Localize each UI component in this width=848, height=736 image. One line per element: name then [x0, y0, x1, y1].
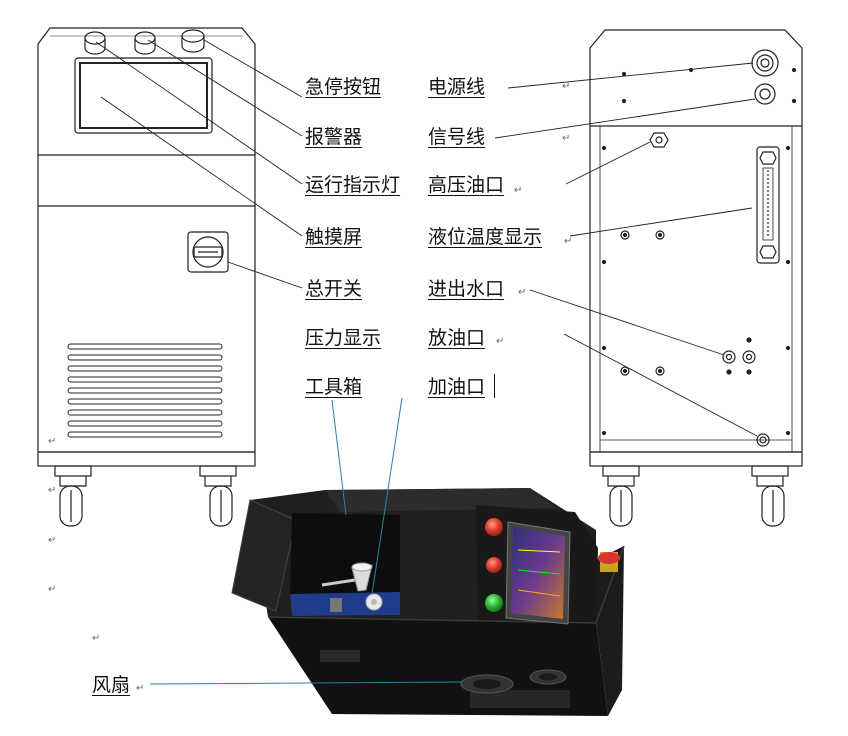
level-temp-gauge	[756, 146, 780, 264]
front-view	[37, 27, 256, 527]
control-buttons	[485, 518, 503, 612]
return-mark: ↵	[48, 436, 57, 447]
label-alarm: 报警器	[305, 126, 363, 148]
front-vents	[67, 343, 223, 438]
label-oil-fill: 加油口	[428, 376, 486, 398]
label-toolbox: 工具箱	[305, 376, 363, 398]
label-signal-line: 信号线	[428, 126, 486, 148]
label-emergency-stop: 急停按钮	[305, 76, 382, 98]
return-mark: ↵	[564, 236, 573, 247]
oil-fill-cap	[330, 593, 383, 612]
return-mark: ↵	[136, 683, 145, 694]
text-cursor	[494, 374, 495, 398]
oil-drain-port	[756, 433, 770, 447]
return-mark: ↵	[518, 287, 527, 298]
signal-connector	[754, 83, 776, 105]
return-mark: ↵	[562, 133, 571, 144]
rear-view	[589, 29, 803, 527]
label-fan: 风扇	[92, 674, 131, 696]
top-knobs	[84, 29, 205, 55]
estop-3d	[598, 552, 620, 572]
return-mark: ↵	[48, 485, 57, 496]
rear-bolts	[620, 230, 665, 376]
label-power-cord: 电源线	[428, 76, 486, 98]
label-run-indicator: 运行指示灯	[305, 174, 401, 196]
label-level-temp-display: 液位温度显示	[428, 226, 543, 248]
leader-lines	[95, 39, 758, 437]
water-ports	[722, 337, 756, 375]
main-switch	[187, 231, 229, 273]
front-casters	[54, 465, 237, 527]
touch-screen	[74, 57, 213, 134]
funnel	[321, 562, 373, 592]
rear-screws	[601, 67, 797, 436]
return-mark: ↵	[514, 185, 523, 196]
screen-3d	[505, 521, 571, 625]
label-main-switch: 总开关	[305, 278, 363, 300]
label-touch-screen: 触摸屏	[305, 226, 363, 248]
label-water-ports: 进出水口	[428, 278, 505, 300]
cabinet-3d	[231, 488, 625, 716]
return-mark: ↵	[92, 633, 101, 644]
return-mark: ↵	[48, 584, 57, 595]
label-pressure-display: 压力显示	[305, 327, 382, 349]
blue-leaders	[149, 397, 463, 685]
hp-oil-port	[649, 132, 669, 148]
return-mark: ↵	[496, 336, 505, 347]
label-hp-oil-port: 高压油口	[428, 174, 505, 196]
power-connector	[751, 49, 779, 77]
label-oil-drain: 放油口	[428, 327, 486, 349]
rear-casters	[602, 465, 789, 527]
fan	[460, 669, 567, 694]
return-mark: ↵	[48, 535, 57, 546]
return-mark: ↵	[562, 81, 571, 92]
